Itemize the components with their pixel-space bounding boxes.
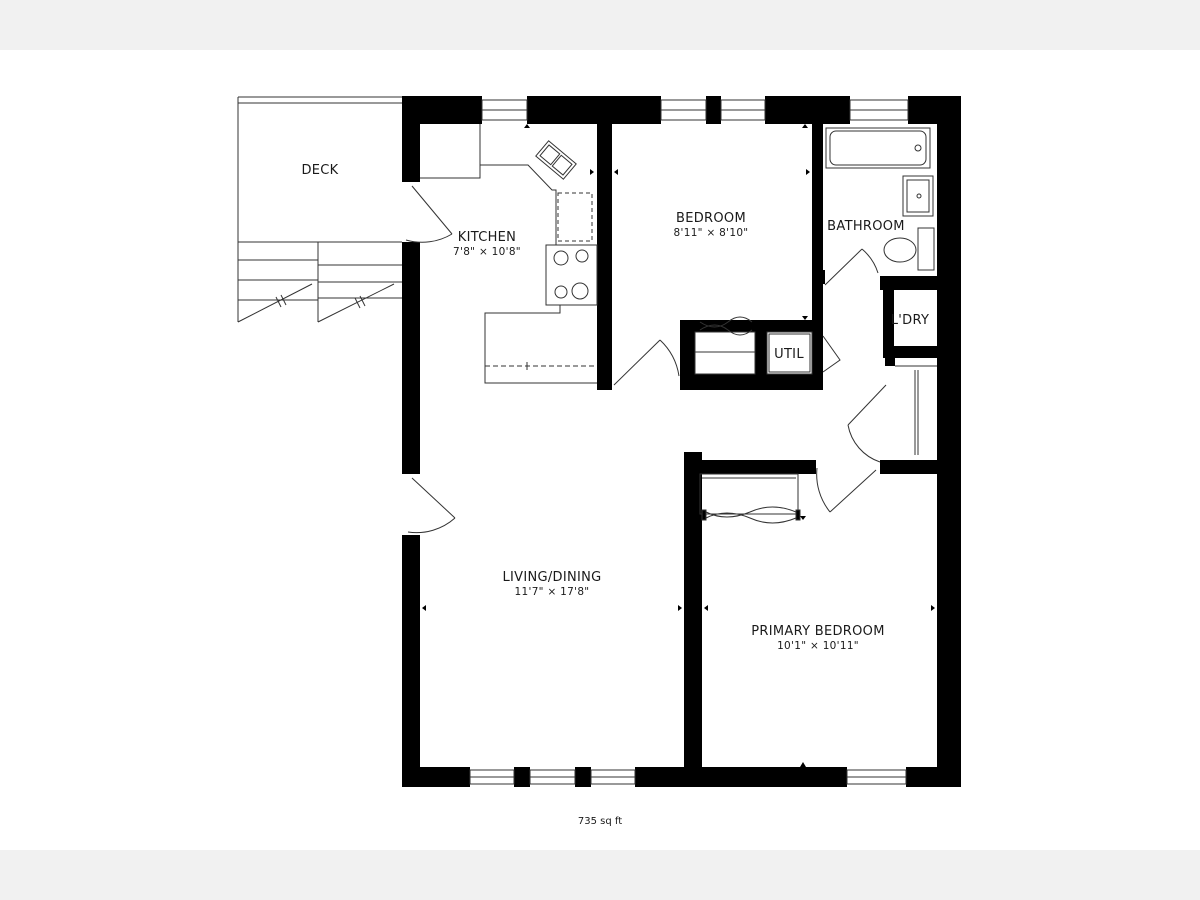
primary-bedroom-label: PRIMARY BEDROOM <box>751 624 884 639</box>
windows <box>469 99 909 785</box>
bathroom-fixtures <box>825 127 935 271</box>
room-labels: DECK KITCHEN 7'8" × 10'8" BEDROOM 8'11" … <box>301 163 929 827</box>
primary-bedroom-dims: 10'1" × 10'11" <box>777 640 859 652</box>
kitchen-dims: 7'8" × 10'8" <box>453 246 521 258</box>
total-area: 735 sq ft <box>578 816 622 827</box>
laundry-label: L'DRY <box>891 313 929 328</box>
living-dining-label: LIVING/DINING <box>502 570 601 585</box>
deck-area <box>237 96 403 323</box>
kitchen-label: KITCHEN <box>458 230 516 245</box>
walls <box>402 96 961 787</box>
bathroom-label: BATHROOM <box>827 219 905 234</box>
deck-label: DECK <box>301 163 338 178</box>
bedroom-dims: 8'11" × 8'10" <box>674 227 749 239</box>
living-dining-dims: 11'7" × 17'8" <box>515 586 590 598</box>
utility-label: UTIL <box>774 347 804 362</box>
doors <box>405 185 887 534</box>
bedroom-label: BEDROOM <box>676 211 746 226</box>
closets <box>694 316 937 524</box>
dimension-ticks <box>422 124 935 767</box>
kitchen-fixtures <box>420 124 598 384</box>
